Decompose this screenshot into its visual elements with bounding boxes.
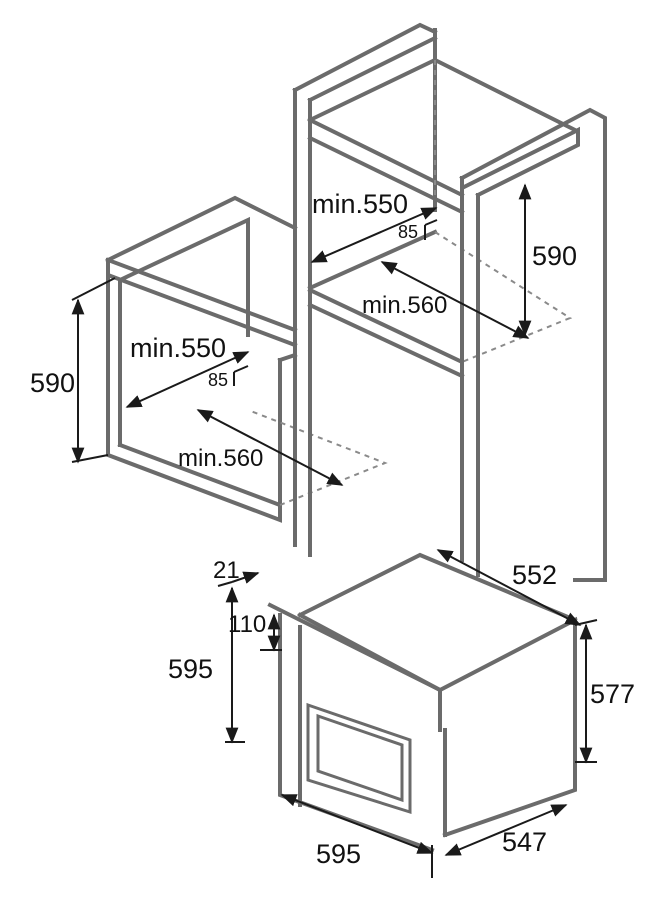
label-577: 577: [590, 679, 635, 709]
label-min550-top: min.550: [312, 189, 408, 219]
label-min560-top: min.560: [362, 292, 447, 319]
left-cabinet: [105, 195, 388, 547]
dim-595-width-line: [280, 794, 434, 854]
label-85-top: 85: [398, 222, 418, 242]
dimension-lines: [71, 183, 598, 878]
tall-cabinet: [292, 22, 607, 582]
label-min550-left: min.550: [130, 333, 226, 363]
label-85-left: 85: [208, 370, 228, 390]
label-595-height: 595: [168, 654, 213, 684]
dim-min560-left-line: [196, 409, 344, 486]
label-21: 21: [213, 557, 240, 584]
dim-min560-top-line: [380, 261, 530, 339]
label-547: 547: [502, 827, 547, 857]
dim-min550-top-line: [310, 207, 438, 263]
dim-min550-left-line: [125, 351, 250, 408]
label-552: 552: [512, 560, 557, 590]
label-110: 110: [228, 611, 266, 638]
label-590-left: 590: [30, 368, 75, 398]
label-min560-left: min.560: [178, 445, 263, 472]
dim-552-line: [436, 549, 582, 626]
dim-547-line: [444, 804, 568, 856]
label-595-width: 595: [316, 839, 361, 869]
dimension-labels: min.550 85 590 min.560 590 min.550 85 mi…: [30, 189, 635, 869]
dim-21-line: [231, 571, 260, 584]
label-590-top: 590: [532, 241, 577, 271]
